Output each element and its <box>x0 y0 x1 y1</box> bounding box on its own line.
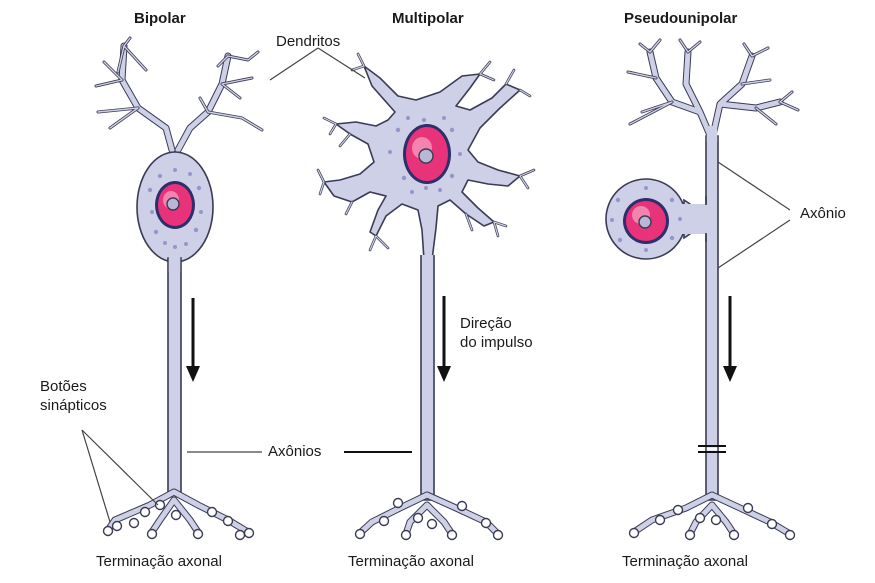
label-direcao-line1: Direção <box>460 315 512 332</box>
label-direcao-line2: do impulso <box>460 334 533 351</box>
dendritos-leader-left <box>269 47 319 81</box>
multipolar-axon-terminal <box>354 491 504 541</box>
axonio-leader-lower <box>717 219 791 269</box>
multipolar-impulse-arrow <box>437 296 451 382</box>
pseudounipolar-soma <box>605 178 710 260</box>
bipolar-neuron <box>94 36 264 541</box>
title-multipolar: Multipolar <box>392 10 464 27</box>
bipolar-axon-terminal <box>102 488 255 541</box>
title-pseudounipolar: Pseudounipolar <box>624 10 738 27</box>
pseudounipolar-dendrites <box>626 38 800 144</box>
label-botoes-line2: sinápticos <box>40 397 107 414</box>
pseudounipolar-axon-break <box>698 445 726 453</box>
label-terminacao-pseudounipolar: Terminação axonal <box>622 553 748 570</box>
label-axonio: Axônio <box>800 205 846 222</box>
title-bipolar: Bipolar <box>134 10 186 27</box>
multipolar-neuron <box>316 52 536 541</box>
pseudounipolar-neuron <box>605 38 800 541</box>
pseudounipolar-axon <box>705 126 719 501</box>
pseudounipolar-axon-terminal <box>628 491 796 541</box>
bipolar-axon <box>167 252 182 496</box>
label-dendritos: Dendritos <box>276 33 341 50</box>
leader-lines <box>81 47 791 523</box>
botoes-leader-2 <box>81 429 159 506</box>
label-axonios: Axônios <box>268 443 322 460</box>
multipolar-axon <box>420 255 435 501</box>
bipolar-dendrites <box>94 36 264 154</box>
label-terminacao-multipolar: Terminação axonal <box>348 553 474 570</box>
multipolar-soma-and-dendrites <box>316 52 536 261</box>
label-botoes-line1: Botões <box>40 378 87 395</box>
pseudounipolar-impulse-arrow <box>723 296 737 382</box>
label-terminacao-bipolar: Terminação axonal <box>96 553 222 570</box>
axonio-leader-upper <box>717 161 791 211</box>
botoes-leader-1 <box>81 429 111 523</box>
bipolar-soma <box>136 151 214 263</box>
bipolar-impulse-arrow <box>186 298 200 382</box>
dendritos-leader-right <box>317 47 366 79</box>
